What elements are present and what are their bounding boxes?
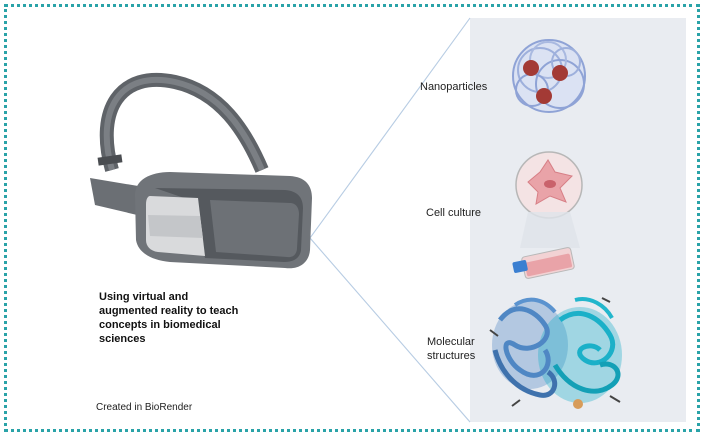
cell-culture-icon <box>512 151 583 279</box>
vr-headset-icon <box>90 73 312 269</box>
nanoparticle-icon <box>512 39 586 113</box>
dotted-border-frame <box>4 4 700 432</box>
zoom-line-top <box>309 17 471 239</box>
cell-culture-label: Cell culture <box>426 207 482 219</box>
zoom-line-bottom <box>309 237 471 423</box>
molecular-structures-label: Molecular structures <box>427 336 476 362</box>
credit-text: Created in BioRender <box>96 402 193 413</box>
molecular-structure-icon <box>489 297 622 409</box>
figure-caption: Using virtual and augmented reality to t… <box>99 291 239 345</box>
nanoparticles-label: Nanoparticles <box>420 81 488 93</box>
